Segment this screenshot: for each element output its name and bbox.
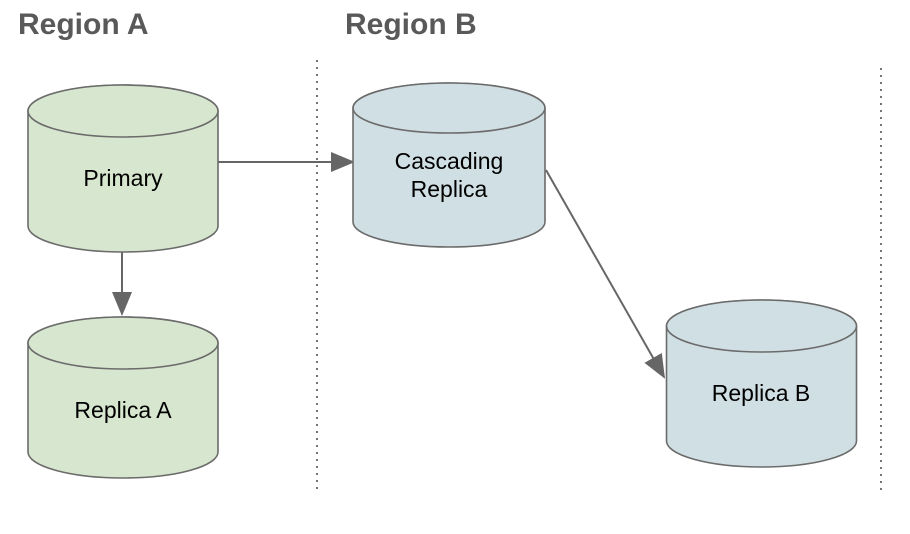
node-label-replica-b: Replica B (711, 380, 811, 406)
database-cylinder-icon-cascading-replica (352, 82, 546, 248)
database-cylinder-icon-replica-a (27, 316, 219, 479)
region-b-title: Region B (345, 8, 477, 41)
database-cylinder-icon-primary (27, 84, 219, 253)
node-label-primary: Primary (83, 165, 163, 191)
edge-cascading-replica-to-replica-b (545, 169, 665, 379)
node-label-replica-a: Replica A (74, 397, 172, 423)
region-a-title: Region A (18, 8, 149, 41)
database-cylinder-icon-replica-b (665, 299, 858, 468)
node-label-cascading-replica: Cascading Replica (394, 148, 504, 202)
